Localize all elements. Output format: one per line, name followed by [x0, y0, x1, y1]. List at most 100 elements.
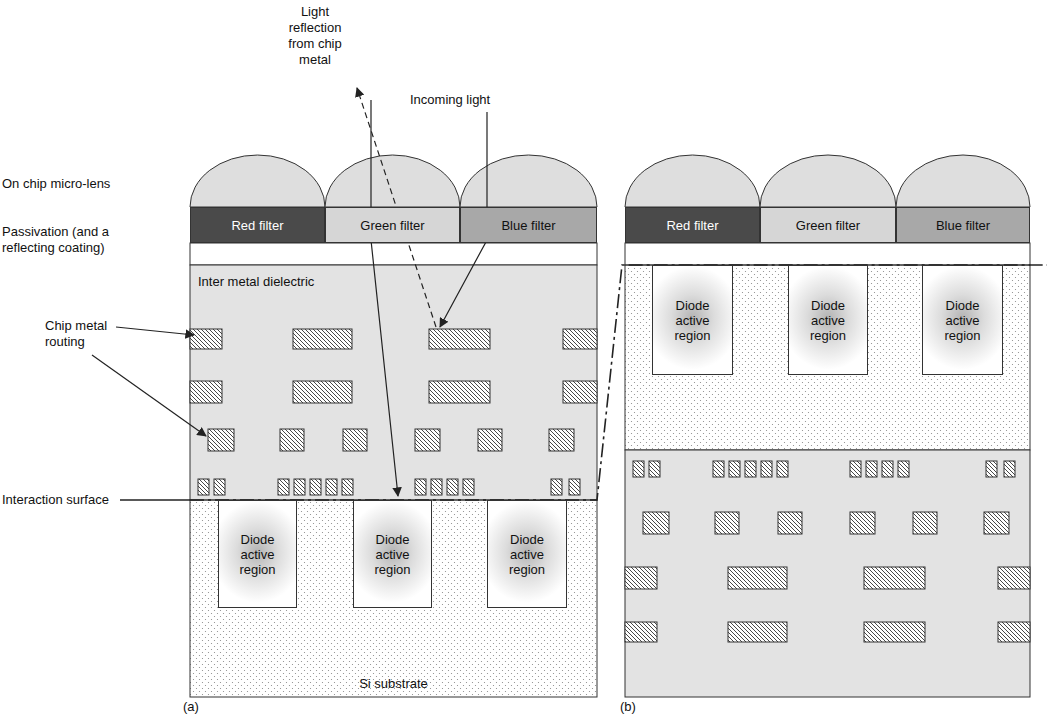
leader-arrow	[116, 327, 194, 335]
metal-line	[715, 512, 739, 534]
metal-line	[625, 567, 657, 589]
node-text: Diode active region	[663, 298, 722, 343]
metal-line	[850, 461, 861, 477]
metal-line	[463, 479, 474, 495]
substrate-layer	[625, 265, 1030, 450]
layer-label: On chip micro-lens	[2, 176, 188, 192]
node-text: Diode active region	[364, 532, 421, 577]
node-text: Blue filter	[936, 218, 990, 233]
metal-line	[745, 461, 756, 477]
metal-line	[913, 512, 937, 534]
node-text: Diode active region	[229, 532, 286, 577]
metal-line	[563, 329, 597, 349]
metal-line	[278, 479, 289, 495]
diode-region: Diode active region	[922, 265, 1003, 375]
layer-label: Interaction surface	[2, 492, 118, 508]
passivation-layer	[625, 243, 1030, 265]
dielectric-layer	[190, 265, 597, 500]
passivation-layer	[190, 243, 597, 265]
metal-line	[310, 479, 321, 495]
node-text: Green filter	[796, 218, 860, 233]
dielectric-layer	[625, 450, 1030, 697]
metal-line	[214, 479, 225, 495]
metal-line	[326, 479, 337, 495]
metal-line	[866, 461, 877, 477]
node-text: Diode active region	[933, 298, 992, 343]
metal-line	[431, 479, 442, 495]
metal-line	[447, 479, 458, 495]
micro-lens	[760, 155, 896, 207]
node-text: Diode active region	[498, 532, 556, 577]
metal-line	[729, 461, 740, 477]
metal-line	[864, 567, 925, 589]
metal-line	[280, 429, 304, 451]
metal-line	[551, 479, 562, 495]
metal-line	[563, 381, 597, 403]
layer-label: Chip metal routing	[45, 318, 117, 350]
metal-line	[778, 512, 802, 534]
metal-line	[342, 479, 353, 495]
color-filter: Blue filter	[460, 207, 597, 243]
metal-line	[208, 429, 234, 451]
diode-region: Diode active region	[487, 500, 567, 608]
node-text: Diode active region	[799, 298, 857, 343]
micro-lens	[460, 155, 597, 207]
interaction-surface-line	[190, 265, 1047, 500]
layer-label: Passivation (and a reflecting coating)	[2, 224, 128, 256]
substrate-region: Si substrate Diode active region Diode act…	[190, 500, 597, 697]
color-filter: Green filter	[760, 207, 896, 243]
metal-line	[415, 479, 426, 495]
panel-b	[625, 155, 1030, 697]
node-text: Si substrate	[359, 676, 428, 691]
metal-line	[429, 381, 490, 403]
metal-line	[882, 461, 893, 477]
metal-line	[713, 461, 724, 477]
metal-line	[294, 479, 305, 495]
metal-line	[429, 329, 490, 349]
micro-lens	[190, 155, 325, 207]
metal-line	[728, 622, 787, 642]
metal-line	[415, 429, 440, 451]
metal-line	[728, 567, 787, 589]
panel-label: (a)	[183, 699, 223, 715]
metal-line	[777, 461, 788, 477]
substrate-layer	[190, 500, 597, 697]
metal-line	[293, 329, 352, 349]
metal-line	[569, 479, 580, 495]
metal-line	[198, 479, 209, 495]
metal-line	[343, 429, 367, 451]
callout-label: Light reflection from chip metal	[278, 4, 352, 68]
color-filter: Green filter	[325, 207, 460, 243]
color-filter: Red filter	[190, 207, 325, 243]
dielectric-region: Inter metal dielectric	[190, 265, 597, 500]
node-text: Red filter	[231, 218, 283, 233]
metal-line	[986, 461, 997, 477]
node-text: Green filter	[360, 218, 424, 233]
color-filter: Blue filter	[896, 207, 1030, 243]
callout-label: Incoming light	[410, 92, 520, 108]
metal-routing	[625, 461, 1030, 642]
metal-routing	[190, 329, 597, 495]
color-filter: Red filter	[625, 207, 760, 243]
diode-region: Diode active region	[652, 265, 733, 375]
diode-region: Diode active region	[218, 500, 297, 608]
metal-line	[850, 512, 875, 534]
metal-line	[649, 461, 660, 477]
metal-line	[549, 429, 574, 451]
node-text: Inter metal dielectric	[198, 274, 314, 289]
leader-line	[120, 499, 190, 501]
node-text: Red filter	[666, 218, 718, 233]
metal-line	[1004, 461, 1015, 477]
micro-lens	[896, 155, 1030, 207]
metal-line	[761, 461, 772, 477]
metal-line	[984, 512, 1009, 534]
metal-line	[643, 512, 669, 534]
diode-region: Diode active region	[788, 265, 868, 375]
metal-line	[864, 622, 925, 642]
metal-line	[625, 622, 657, 642]
metal-line	[998, 567, 1030, 589]
metal-line	[190, 381, 222, 403]
light-ray	[371, 100, 398, 496]
